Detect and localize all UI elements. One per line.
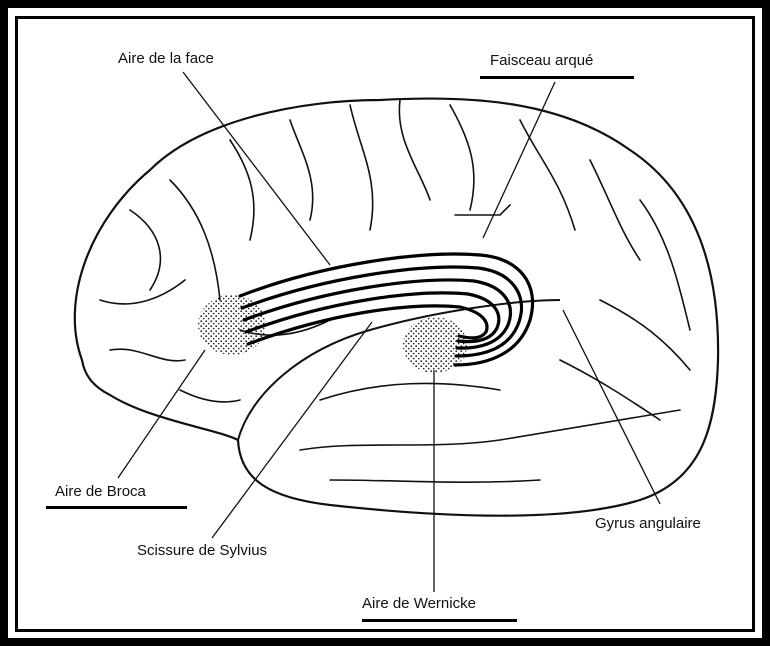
wernicke-area-label: Aire de Wernicke: [362, 595, 476, 612]
angular-gyrus-label: Gyrus angulaire: [595, 515, 701, 532]
face-area-label: Aire de la face: [118, 50, 214, 67]
arcuate-fasciculus-label: Faisceau arqué: [490, 52, 593, 69]
sylvian-fissure-label: Scissure de Sylvius: [137, 542, 267, 559]
broca-area-label: Aire de Broca: [55, 483, 146, 500]
arcuate-fasciculus-underline: [480, 76, 634, 79]
wernicke-area-underline: [362, 619, 517, 622]
broca-area-underline: [46, 506, 187, 509]
